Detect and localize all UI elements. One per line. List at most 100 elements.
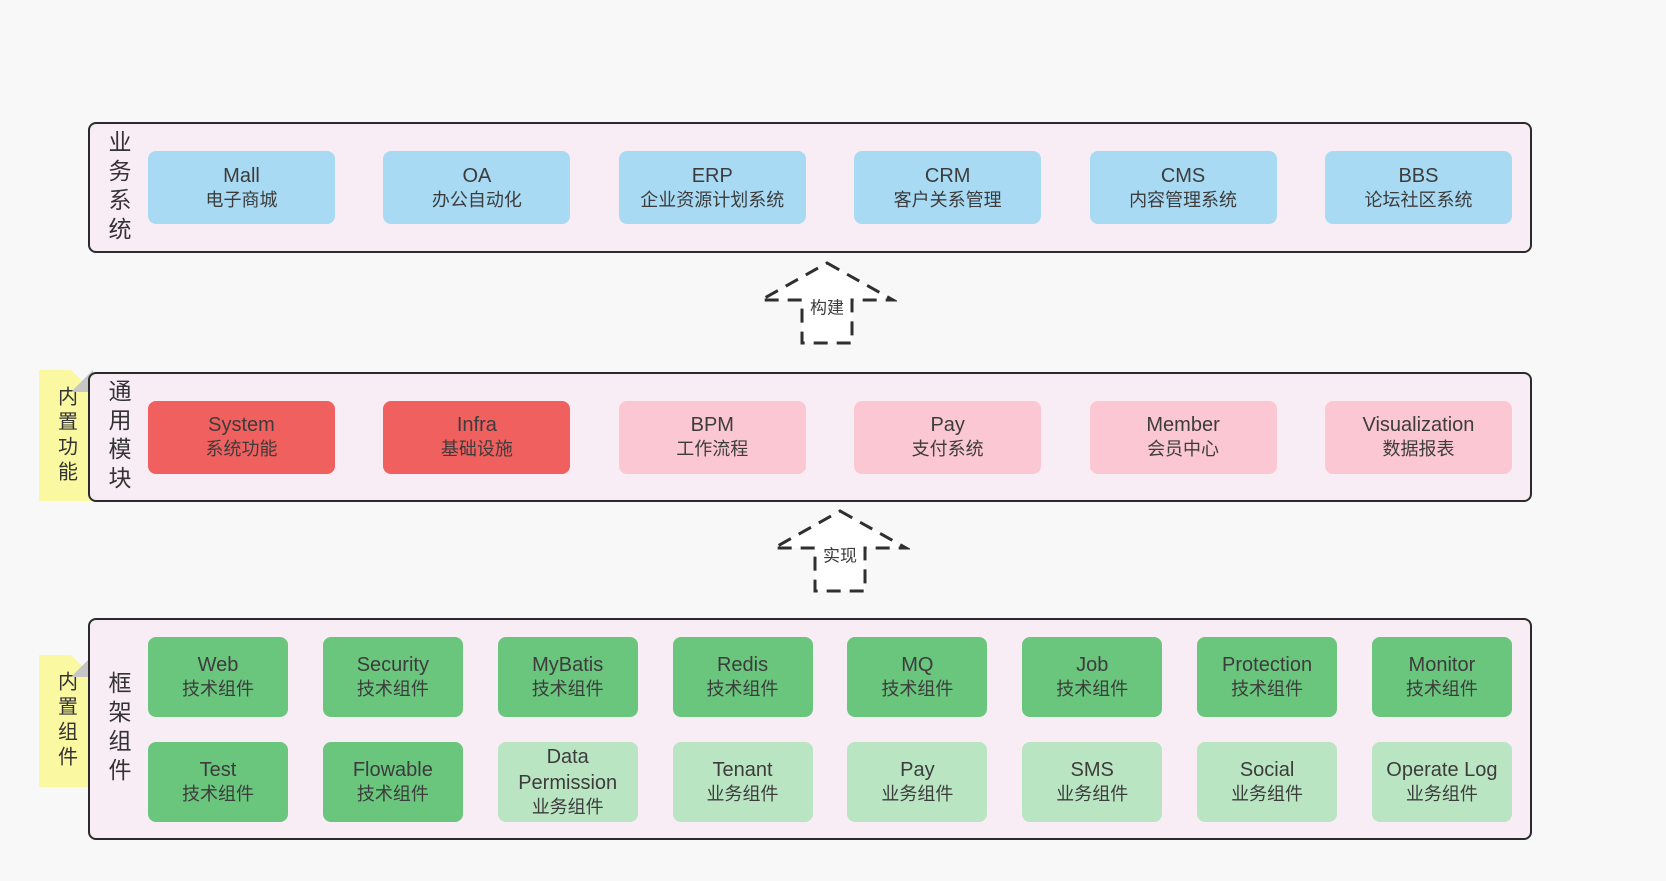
box-subtitle: 基础设施 <box>440 439 513 460</box>
box-title: Infra <box>456 414 497 437</box>
box-title: Redis <box>716 653 769 676</box>
box-title: System <box>208 414 275 437</box>
box-crm: CRM 客户关系管理 <box>854 151 1042 224</box>
box-title: Security <box>356 653 429 676</box>
box-title: Test <box>199 758 237 781</box>
section-framework-components: 框架组件 Web 技术组件 Security 技术组件 MyBatis 技术组件… <box>88 618 1532 840</box>
section-label: 业务系统 <box>105 129 131 246</box>
box-subtitle: 技术组件 <box>182 678 254 699</box>
box-subtitle: 内容管理系统 <box>1129 189 1238 210</box>
box-title: MQ <box>901 653 934 676</box>
box-title: Job <box>1076 653 1109 676</box>
box-title: CMS <box>1160 164 1206 187</box>
box-subtitle: 数据报表 <box>1382 439 1455 460</box>
box-data-permission: Data Permission 业务组件 <box>497 741 638 822</box>
box-erp: ERP 企业资源计划系统 <box>618 151 806 224</box>
box-subtitle: 业务组件 <box>706 783 779 804</box>
box-title: BPM <box>690 414 734 437</box>
box-title: MyBatis <box>532 653 604 676</box>
common-modules-row: System 系统功能 Infra 基础设施 BPM 工作流程 Pay 支付系统… <box>148 400 1512 474</box>
box-title: CRM <box>924 164 971 187</box>
box-subtitle: 业务组件 <box>881 783 954 804</box>
box-social: Social 业务组件 <box>1197 741 1338 822</box>
box-operate-log: Operate Log 业务组件 <box>1371 741 1512 822</box>
box-infra: Infra 基础设施 <box>383 400 571 474</box>
box-subtitle: 技术组件 <box>356 678 429 699</box>
box-test: Test 技术组件 <box>148 741 288 822</box>
box-monitor: Monitor 技术组件 <box>1371 636 1512 717</box>
box-bpm: BPM 工作流程 <box>618 400 806 474</box>
box-subtitle: 工作流程 <box>676 439 749 460</box>
business-systems-row: Mall 电子商城 OA 办公自动化 ERP 企业资源计划系统 CRM 客户关系… <box>148 151 1512 224</box>
sticky-note-built-in-features: 内置功能 <box>39 370 93 501</box>
box-subtitle: 技术组件 <box>1056 678 1129 699</box>
box-subtitle: 技术组件 <box>531 678 604 699</box>
box-redis: Redis 技术组件 <box>672 636 813 717</box>
sticky-note-text: 内置功能 <box>54 385 77 486</box>
box-subtitle: 办公自动化 <box>431 189 522 210</box>
box-system: System 系统功能 <box>148 400 335 474</box>
box-subtitle: 论坛社区系统 <box>1364 189 1473 210</box>
box-cms: CMS 内容管理系统 <box>1089 151 1277 224</box>
box-subtitle: 支付系统 <box>911 439 984 460</box>
box-title: Pay <box>930 414 965 437</box>
box-pay-system: Pay 支付系统 <box>854 400 1042 474</box>
box-subtitle: 业务组件 <box>1231 783 1304 804</box>
box-subtitle: 技术组件 <box>1405 678 1478 699</box>
arrow-label: 构建 <box>807 293 847 319</box>
box-subtitle: 技术组件 <box>881 678 954 699</box>
framework-components-row-1: Web 技术组件 Security 技术组件 MyBatis 技术组件 Redi… <box>148 636 1512 717</box>
box-subtitle: 客户关系管理 <box>893 189 1002 210</box>
box-title: OA <box>462 164 492 187</box>
arrow-build: 构建 <box>757 260 897 346</box>
box-sms: SMS 业务组件 <box>1022 741 1163 822</box>
box-title: Mall <box>223 164 260 187</box>
box-tenant: Tenant 业务组件 <box>672 741 813 822</box>
box-title: Monitor <box>1408 653 1476 676</box>
section-label: 通用模块 <box>105 379 131 495</box>
box-security: Security 技术组件 <box>322 636 463 717</box>
box-protection: Protection 技术组件 <box>1197 636 1338 717</box>
box-subtitle: 业务组件 <box>1405 783 1478 804</box>
box-title: Web <box>197 653 239 676</box>
box-subtitle: 技术组件 <box>182 783 254 804</box>
box-subtitle: 业务组件 <box>1056 783 1129 804</box>
box-title: Tenant <box>712 758 773 781</box>
box-title: Flowable <box>352 758 433 781</box>
box-bbs: BBS 论坛社区系统 <box>1324 151 1512 224</box>
box-subtitle: 企业资源计划系统 <box>640 189 785 210</box>
box-subtitle: 电子商城 <box>205 189 278 210</box>
box-web: Web 技术组件 <box>148 636 288 717</box>
box-mq: MQ 技术组件 <box>847 636 988 717</box>
box-title: Member <box>1146 414 1220 437</box>
box-title: Operate Log <box>1386 758 1498 781</box>
section-business-systems: 业务系统 Mall 电子商城 OA 办公自动化 ERP 企业资源计划系统 CRM… <box>88 122 1532 253</box>
section-label: 框架组件 <box>105 671 131 787</box>
box-oa: OA 办公自动化 <box>383 151 571 224</box>
sticky-note-text: 内置组件 <box>54 671 77 771</box>
box-subtitle: 业务组件 <box>531 796 604 817</box>
box-mybatis: MyBatis 技术组件 <box>497 636 638 717</box>
framework-components-row-2: Test 技术组件 Flowable 技术组件 Data Permission … <box>148 741 1512 822</box>
sticky-note-built-in-components: 内置组件 <box>39 655 93 787</box>
box-subtitle: 技术组件 <box>356 783 429 804</box>
section-common-modules: 通用模块 System 系统功能 Infra 基础设施 BPM 工作流程 Pay… <box>88 372 1532 502</box>
box-title: Social <box>1239 758 1295 781</box>
box-title: ERP <box>691 164 733 187</box>
box-pay-component: Pay 业务组件 <box>847 741 988 822</box>
box-title: Data Permission <box>518 745 618 794</box>
arrow-implement: 实现 <box>770 508 910 594</box>
box-title: SMS <box>1070 758 1114 781</box>
box-job: Job 技术组件 <box>1022 636 1163 717</box>
box-title: BBS <box>1398 164 1439 187</box>
box-subtitle: 技术组件 <box>706 678 779 699</box>
box-subtitle: 技术组件 <box>1231 678 1304 699</box>
box-visualization: Visualization 数据报表 <box>1324 400 1512 474</box>
box-subtitle: 系统功能 <box>205 439 278 460</box>
arrow-label: 实现 <box>820 541 860 567</box>
box-title: Protection <box>1222 653 1313 676</box>
box-member: Member 会员中心 <box>1089 400 1277 474</box>
box-title: Visualization <box>1362 414 1475 437</box>
box-flowable: Flowable 技术组件 <box>322 741 463 822</box>
